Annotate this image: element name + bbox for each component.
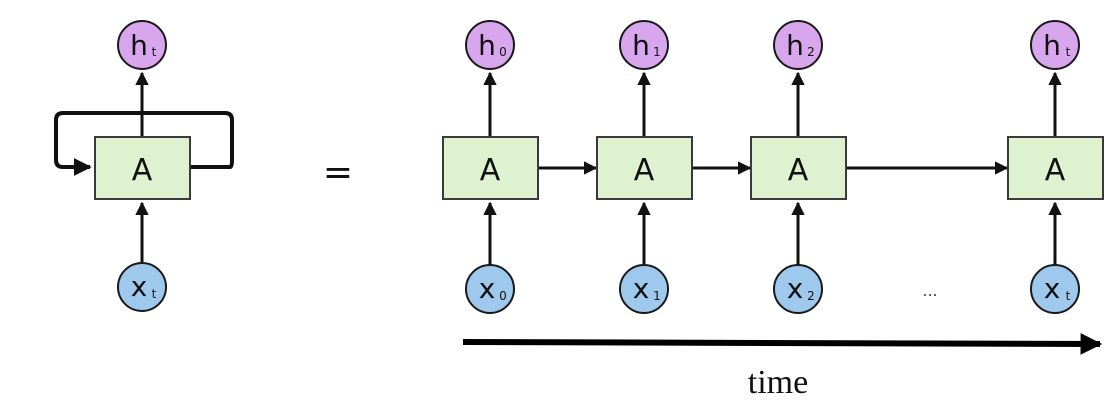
rnn-cell-label: A xyxy=(480,153,501,188)
time-step-t: A h t x t xyxy=(1007,20,1104,314)
output-node-h0 xyxy=(465,20,515,70)
rnn-cell xyxy=(442,136,539,200)
input-node-subscript: t xyxy=(152,287,157,301)
output-node-subscript: t xyxy=(152,45,157,59)
output-node-ht xyxy=(117,20,167,70)
input-node-subscript: t xyxy=(1066,289,1071,303)
input-node-x0 xyxy=(465,264,515,314)
input-node-letter: x xyxy=(1044,272,1061,305)
time-step-1: A h 1 x 1 xyxy=(596,20,693,314)
output-node-letter: h xyxy=(632,29,650,62)
output-node-h1 xyxy=(619,20,669,70)
time-axis-label: time xyxy=(748,364,808,401)
unrolled-rnn: A h 0 x 0 A h 1 x 1 A h xyxy=(442,20,1104,314)
rnn-cell-label: A xyxy=(132,153,153,188)
rnn-cell xyxy=(1007,136,1104,200)
output-node-letter: h xyxy=(130,29,148,62)
folded-rnn: A h t x t xyxy=(54,20,234,312)
time-step-0: A h 0 x 0 xyxy=(442,20,539,314)
time-axis-arrow xyxy=(462,333,1103,355)
output-node-ht xyxy=(1030,20,1080,70)
rnn-cell-label: A xyxy=(788,153,809,188)
input-node-x1 xyxy=(619,264,669,314)
time-step-2: A h 2 x 2 xyxy=(750,20,847,314)
input-node-letter: x xyxy=(131,270,148,303)
rnn-cell-label: A xyxy=(634,153,655,188)
input-node-subscript: 0 xyxy=(499,289,507,303)
rnn-cell xyxy=(596,136,693,200)
input-node-x2 xyxy=(773,264,823,314)
recurrent-loop-arrow xyxy=(54,111,234,176)
output-node-letter: h xyxy=(1043,29,1061,62)
rnn-cell-label: A xyxy=(1045,153,1066,188)
rnn-cell xyxy=(750,136,847,200)
input-node-subscript: 1 xyxy=(653,289,661,303)
rnn-cell xyxy=(94,136,191,200)
output-node-letter: h xyxy=(786,29,804,62)
output-node-subscript: t xyxy=(1066,45,1071,59)
input-node-xt xyxy=(117,262,167,312)
output-node-subscript: 0 xyxy=(499,45,507,59)
ellipsis-marker: ... xyxy=(922,281,937,300)
output-node-subscript: 1 xyxy=(653,45,661,59)
output-node-letter: h xyxy=(478,29,496,62)
output-node-subscript: 2 xyxy=(807,45,815,59)
input-node-letter: x xyxy=(479,272,496,305)
equals-sign: = xyxy=(323,152,353,193)
input-node-letter: x xyxy=(633,272,650,305)
input-node-subscript: 2 xyxy=(807,289,815,303)
output-node-h2 xyxy=(773,20,823,70)
input-node-letter: x xyxy=(787,272,804,305)
input-node-xt xyxy=(1030,264,1080,314)
